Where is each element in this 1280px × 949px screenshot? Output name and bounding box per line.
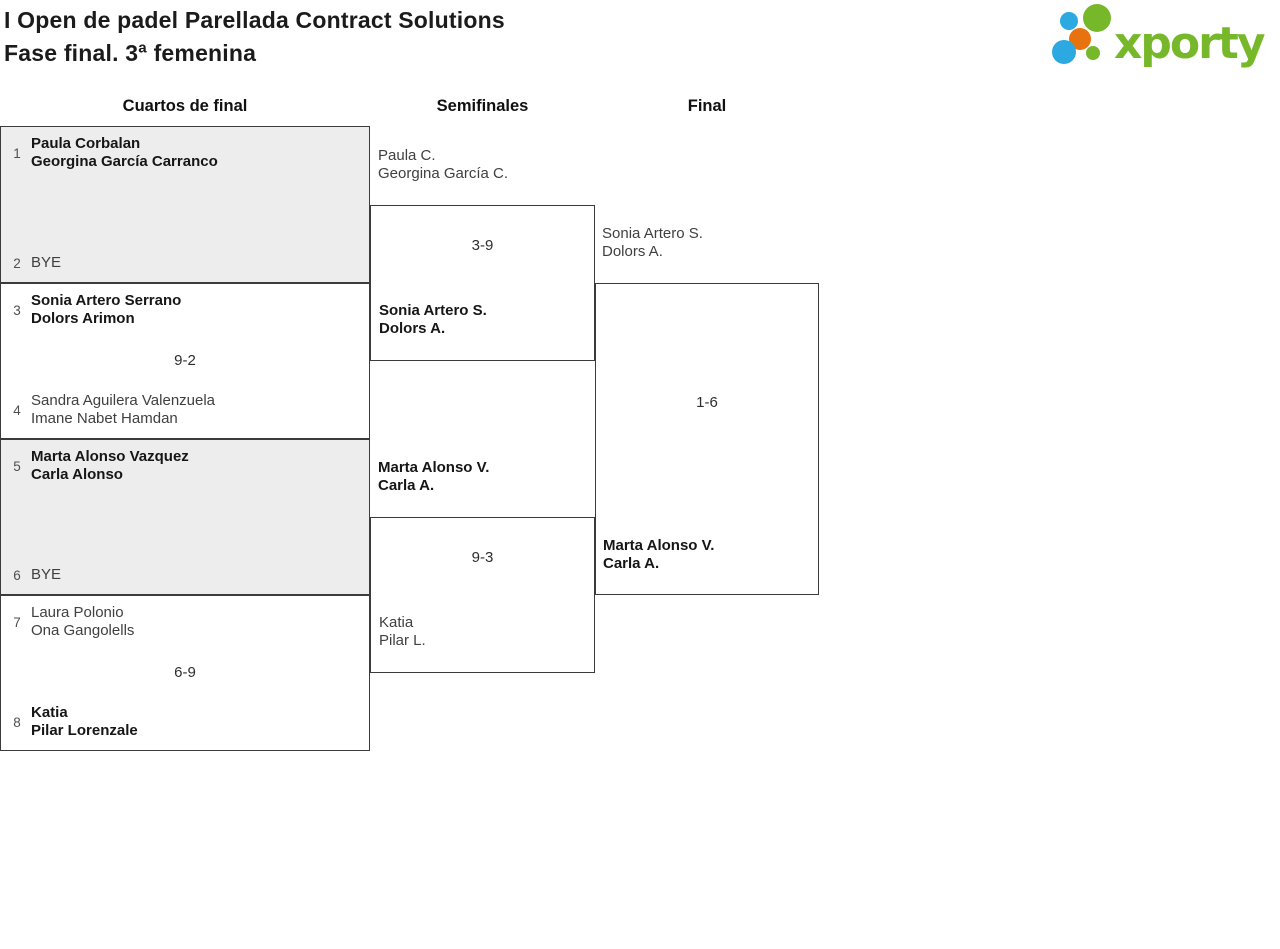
team-name: Katia Pilar L. (379, 614, 426, 649)
team-name: Sonia Artero S. Dolors A. (602, 225, 703, 260)
match-semifinal-2: 9-3 Katia Pilar L. (370, 517, 595, 673)
seed-label: 3 (13, 302, 21, 318)
team-name: Paula C. Georgina García C. (378, 147, 509, 182)
page-title-line1: I Open de padel Parellada Contract Solut… (4, 7, 505, 33)
seed-label: 7 (13, 614, 21, 630)
final-team-bottom: Marta Alonso V. Carla A. (603, 537, 714, 573)
sf2-team-bottom: Katia Pilar L. (379, 614, 426, 650)
sf1-team-top: Paula C. Georgina García C. (378, 147, 578, 183)
seed-label: 5 (13, 458, 21, 474)
page-title: I Open de padel Parellada Contract Solut… (4, 4, 505, 70)
team-name: Laura Polonio Ona Gangolells (31, 604, 135, 639)
column-header-semifinals: Semifinales (436, 97, 529, 115)
team-slot-bottom: 4 Sandra Aguilera Valenzuela Imane Nabet… (1, 392, 369, 428)
team-slot-bottom: 2 BYE (1, 254, 369, 272)
team-slot-top: 5 Marta Alonso Vazquez Carla Alonso (1, 440, 369, 484)
sf2-team-top: Marta Alonso V. Carla A. (378, 459, 578, 495)
sf1-team-bottom: Sonia Artero S. Dolors A. (379, 302, 487, 338)
seed-label: 8 (13, 714, 21, 730)
match-score: 9-2 (174, 352, 196, 369)
column-header-quarterfinals: Cuartos de final (122, 97, 248, 115)
match-quarterfinal-3: 5 Marta Alonso Vazquez Carla Alonso 6 BY… (0, 439, 370, 595)
team-slot-top: 3 Sonia Artero Serrano Dolors Arimon (1, 284, 369, 328)
team-name: Marta Alonso Vazquez Carla Alonso (31, 448, 189, 483)
team-slot-bottom: 6 BYE (1, 566, 369, 584)
seed-label: 2 (13, 255, 21, 271)
seed-label: 4 (13, 402, 21, 418)
match-semifinal-1: 3-9 Sonia Artero S. Dolors A. (370, 205, 595, 361)
team-name: Sonia Artero Serrano Dolors Arimon (31, 292, 182, 327)
logo-dots-icon (1052, 4, 1111, 64)
match-final: 1-6 Marta Alonso V. Carla A. (595, 283, 819, 595)
team-name: Katia Pilar Lorenzale (31, 704, 138, 739)
team-name: Marta Alonso V. Carla A. (378, 459, 490, 494)
seed-label: 6 (13, 567, 21, 583)
match-score: 9-3 (471, 549, 494, 566)
team-name: BYE (31, 254, 62, 271)
team-name: Sonia Artero S. Dolors A. (379, 302, 487, 337)
seed-label: 1 (13, 145, 21, 161)
page-title-line2: Fase final. 3ª femenina (4, 40, 257, 66)
match-quarterfinal-2: 3 Sonia Artero Serrano Dolors Arimon 9-2… (0, 283, 370, 439)
xporty-logo[interactable]: xporty (1050, 2, 1278, 70)
team-name: Sandra Aguilera Valenzuela Imane Nabet H… (31, 392, 216, 427)
team-name: BYE (31, 566, 62, 583)
final-team-top: Sonia Artero S. Dolors A. (602, 225, 802, 261)
xporty-logo-graphic: xporty (1052, 4, 1267, 69)
team-slot-bottom: 8 Katia Pilar Lorenzale (1, 704, 369, 740)
team-name: Marta Alonso V. Carla A. (603, 537, 715, 572)
team-slot-top: 7 Laura Polonio Ona Gangolells (1, 596, 369, 640)
match-quarterfinal-4: 7 Laura Polonio Ona Gangolells 6-9 8 Kat… (0, 595, 370, 751)
match-score: 3-9 (471, 237, 494, 254)
match-quarterfinal-1: 1 Paula Corbalan Georgina García Carranc… (0, 126, 370, 283)
match-score: 1-6 (696, 394, 718, 411)
match-score: 6-9 (174, 664, 196, 681)
team-name: Paula Corbalan Georgina García Carranco (31, 135, 218, 170)
logo-wordmark: xporty (1114, 18, 1265, 69)
column-header-final: Final (687, 97, 727, 115)
team-slot-top: 1 Paula Corbalan Georgina García Carranc… (1, 127, 369, 171)
